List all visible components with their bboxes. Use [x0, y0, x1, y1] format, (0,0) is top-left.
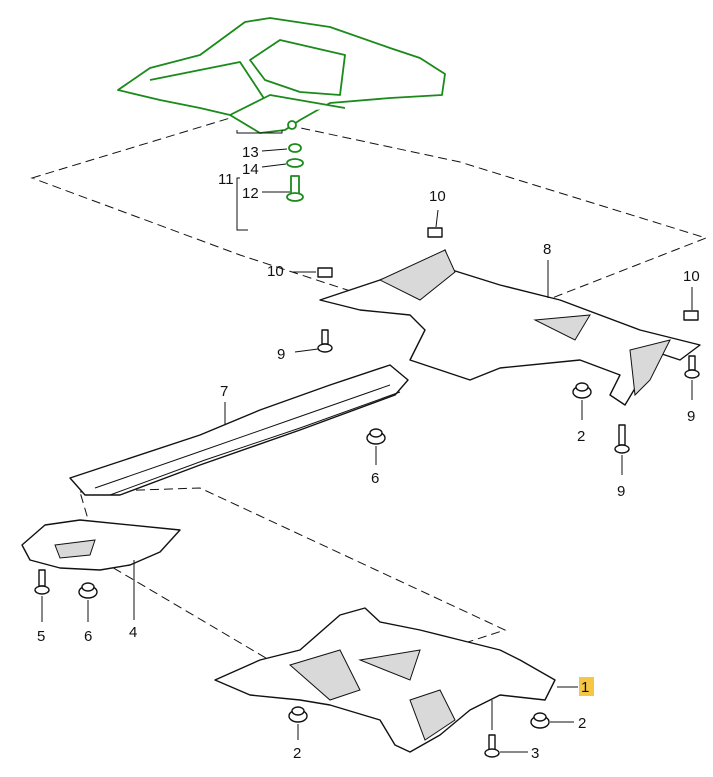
callout-3[interactable]: 3: [531, 745, 539, 762]
callout-2[interactable]: 2: [578, 715, 586, 732]
nut-2-left: [288, 706, 308, 723]
callout-6[interactable]: 6: [84, 628, 92, 645]
clip-10-b: [317, 267, 333, 278]
highlight-box: [579, 677, 594, 696]
screw-9-b: [684, 355, 700, 379]
callout-8[interactable]: 8: [543, 241, 551, 258]
side-rail-part-7[interactable]: [69, 364, 409, 496]
callout-5[interactable]: 5: [37, 628, 45, 645]
engine-shield-part-11[interactable]: [117, 17, 446, 134]
screw-5: [34, 569, 50, 595]
callout-7[interactable]: 7: [220, 383, 228, 400]
nut-2-upper: [572, 382, 592, 399]
callout-10[interactable]: 10: [683, 268, 700, 285]
screw-9-a: [317, 329, 333, 353]
callout-10[interactable]: 10: [267, 263, 284, 280]
nut-2-right: [530, 712, 550, 729]
callout-9[interactable]: 9: [277, 346, 285, 363]
nut-6-lower: [78, 582, 98, 599]
callout-11[interactable]: 11: [218, 171, 234, 188]
screw-9-c: [614, 424, 630, 454]
screw-3: [484, 734, 500, 758]
clip-10-c: [683, 310, 699, 321]
callout-2[interactable]: 2: [293, 745, 301, 762]
callout-6[interactable]: 6: [371, 470, 379, 487]
callout-9[interactable]: 9: [687, 408, 695, 425]
callout-10[interactable]: 10: [429, 188, 446, 205]
callout-2[interactable]: 2: [577, 428, 585, 445]
callout-13[interactable]: 13: [242, 144, 259, 161]
fastener-stack-11: [286, 143, 304, 202]
callout-9[interactable]: 9: [617, 483, 625, 500]
callout-14[interactable]: 14: [242, 161, 259, 178]
underbody-panel-part-8[interactable]: [319, 249, 701, 406]
plate-part-4[interactable]: [21, 519, 181, 571]
underbody-shield-part-1[interactable]: [214, 607, 556, 753]
nut-6-upper: [366, 428, 386, 445]
callout-12[interactable]: 12: [242, 185, 259, 202]
clip-10-a: [427, 227, 443, 238]
callout-4[interactable]: 4: [129, 624, 137, 641]
callout-1[interactable]: 1: [581, 679, 589, 696]
